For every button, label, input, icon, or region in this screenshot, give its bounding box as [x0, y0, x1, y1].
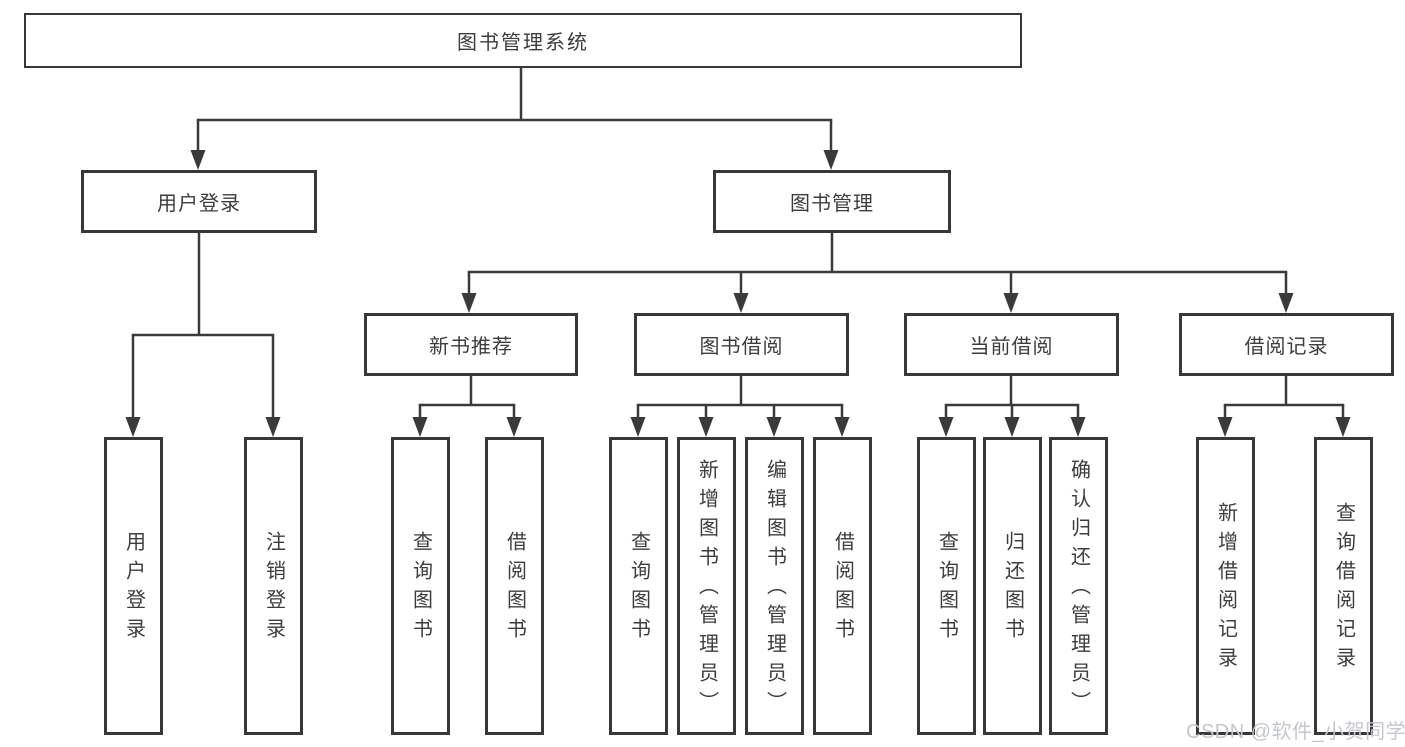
leaf-current-query-books: 查询图书 [917, 437, 976, 735]
leaf-user-login: 用户登录 [104, 437, 163, 735]
leaf-query-borrow-record: 查询借阅记录 [1314, 437, 1373, 735]
node-user-login: 用户登录 [81, 170, 317, 233]
leaf-logout: 注销登录 [244, 437, 303, 735]
node-book-borrow: 图书借阅 [634, 313, 849, 376]
leaf-newbook-borrow-books: 借阅图书 [485, 437, 544, 735]
leaf-borrow-books: 借阅图书 [813, 437, 872, 735]
leaf-return-books: 归还图书 [983, 437, 1042, 735]
node-new-book-recommend: 新书推荐 [364, 313, 578, 376]
csdn-watermark: CSDN @软件_小贺同学 [1186, 721, 1405, 743]
node-root: 图书管理系统 [24, 13, 1022, 68]
leaf-borrow-query-books: 查询图书 [609, 437, 668, 735]
leaf-newbook-query-books: 查询图书 [391, 437, 450, 735]
leaf-confirm-return-admin: 确认归还（管理员） [1049, 437, 1108, 735]
leaf-edit-books-admin: 编辑图书（管理员） [745, 437, 804, 735]
node-current-borrow: 当前借阅 [904, 313, 1119, 376]
leaf-add-books-admin: 新增图书（管理员） [677, 437, 736, 735]
node-book-management: 图书管理 [713, 170, 951, 233]
leaf-add-borrow-record: 新增借阅记录 [1196, 437, 1255, 735]
node-borrow-records: 借阅记录 [1179, 313, 1394, 376]
